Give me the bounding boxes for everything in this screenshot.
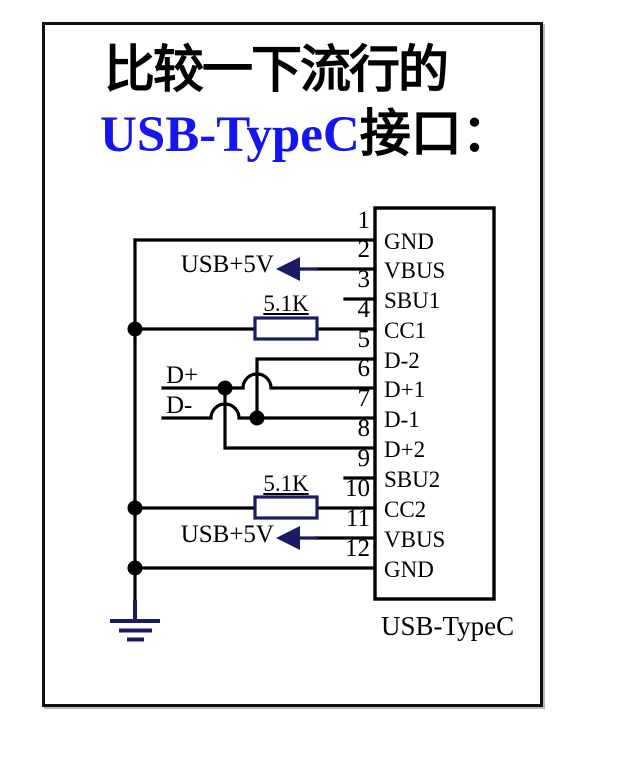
pin-number-2: 2 bbox=[357, 236, 371, 263]
page-title-line-2: USB-TypeC接口： bbox=[100, 106, 513, 165]
pin-number-10: 10 bbox=[345, 475, 370, 502]
resistor-icon-top bbox=[253, 316, 319, 341]
pin-number-5: 5 bbox=[357, 326, 371, 353]
pin-name-cc2: CC2 bbox=[384, 497, 427, 522]
page-title-highlight: USB-TypeC bbox=[100, 107, 360, 163]
pin-number-7: 7 bbox=[357, 385, 371, 412]
pin-name-gnd-1: GND bbox=[384, 229, 434, 254]
page-title-rest: 接口： bbox=[359, 107, 513, 163]
wire-dplus-net bbox=[161, 372, 377, 390]
pin-name-d+2: D+2 bbox=[384, 437, 426, 462]
pin-name-cc1: CC1 bbox=[384, 318, 427, 343]
pin-number-9: 9 bbox=[357, 445, 371, 472]
pin-number-1: 1 bbox=[357, 207, 371, 234]
ground-icon bbox=[110, 600, 160, 642]
connector-label: USB-TypeC bbox=[381, 611, 515, 641]
pin-name-sbu1: SBU1 bbox=[384, 288, 441, 313]
junction-dot-dplus bbox=[217, 380, 233, 396]
pin-number-3: 3 bbox=[357, 266, 371, 293]
pin-name-d-1: D-1 bbox=[384, 407, 420, 432]
wire-pin5-dminus2 bbox=[255, 357, 377, 420]
pin-name-vbus-1: VBUS bbox=[384, 258, 446, 283]
pin-name-d-2: D-2 bbox=[384, 348, 420, 373]
junction-dot-dminus bbox=[249, 410, 265, 426]
pin-name-gnd-2: GND bbox=[384, 557, 434, 582]
power-arrow-icon-top bbox=[276, 257, 300, 281]
power-arrow-icon-bottom bbox=[276, 526, 300, 550]
resistor-value-bottom: 5.1K bbox=[263, 471, 309, 496]
junction-dot-gnd-rail bbox=[127, 560, 143, 576]
pin-number-8: 8 bbox=[357, 415, 371, 442]
resistor-value-top: 5.1K bbox=[263, 291, 309, 316]
junction-dot-cc2-rail bbox=[127, 500, 143, 516]
power-rail-label-top: USB+5V bbox=[180, 251, 274, 278]
connector-box bbox=[373, 206, 496, 601]
pin-number-12: 12 bbox=[345, 535, 370, 562]
pin-name-vbus-2: VBUS bbox=[384, 527, 446, 552]
power-rail-label-bottom: USB+5V bbox=[180, 521, 274, 548]
page-title-line-1: 比较一下流行的 bbox=[104, 43, 449, 99]
pin-number-6: 6 bbox=[357, 355, 371, 382]
d-plus-label: D+ bbox=[166, 362, 199, 389]
d-minus-label: D- bbox=[166, 392, 193, 419]
junction-dot-cc1-rail bbox=[127, 321, 143, 337]
pin-name-d+1: D+1 bbox=[384, 377, 426, 402]
pin-number-11: 11 bbox=[345, 505, 370, 532]
wire-dplus-branch-pin8 bbox=[223, 386, 377, 450]
pin-name-sbu2: SBU2 bbox=[384, 467, 441, 492]
pin-number-4: 4 bbox=[357, 296, 371, 323]
resistor-icon-bottom bbox=[253, 495, 319, 520]
